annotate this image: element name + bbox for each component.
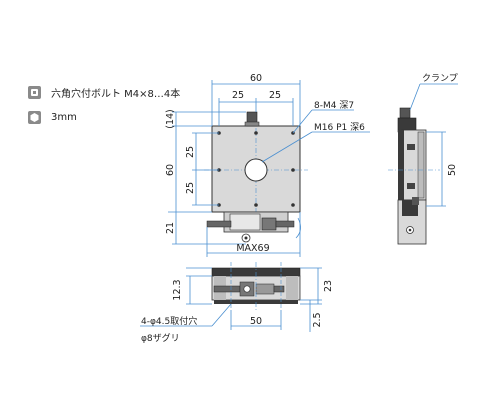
dim-front-width: 50 bbox=[250, 316, 262, 327]
dim-top-offset: (14) bbox=[165, 109, 176, 129]
note-center-tap: M16 P1 深6 bbox=[314, 122, 365, 133]
legend: 六角穴付ボルト M4×8…4本 3mm bbox=[28, 84, 180, 125]
front-view: 12.3 23 2.5 50 4-φ4.5取付穴 φ8ザグリ bbox=[140, 262, 334, 344]
note-counterbore: φ8ザグリ bbox=[141, 332, 180, 344]
dim-top-pitch-left: 25 bbox=[232, 90, 244, 101]
legend-item-wrench: 3mm bbox=[28, 109, 180, 125]
top-view-micrometer bbox=[206, 220, 232, 228]
center-tapped-hole bbox=[244, 158, 268, 182]
legend-item-bolt: 六角穴付ボルト M4×8…4本 bbox=[28, 84, 180, 100]
front-view-micrometer bbox=[213, 285, 241, 293]
dim-front-upper: 12.3 bbox=[172, 279, 183, 300]
dim-side-height: 50 bbox=[447, 164, 458, 176]
dim-top-bottom-offset: 21 bbox=[165, 222, 176, 234]
hex-socket-bolt-icon bbox=[28, 85, 41, 99]
hex-wrench-icon bbox=[28, 110, 41, 124]
note-mounting-holes: 4-φ4.5取付穴 bbox=[141, 315, 197, 327]
dim-top-width: 60 bbox=[250, 73, 262, 84]
legend-wrench-label: 3mm bbox=[51, 111, 77, 123]
legend-bolt-label: 六角穴付ボルト M4×8…4本 bbox=[51, 88, 181, 100]
dim-top-height: 60 bbox=[165, 164, 176, 176]
dim-top-pitch-upper: 25 bbox=[185, 146, 196, 158]
dim-max-travel: MAX69 bbox=[236, 243, 269, 254]
dim-front-base: 2.5 bbox=[312, 312, 323, 327]
note-m4-tap: 8-M4 深7 bbox=[314, 100, 354, 111]
side-view: クランプ 50 bbox=[388, 73, 458, 245]
label-clamp: クランプ bbox=[422, 73, 458, 84]
side-view-knob bbox=[399, 107, 411, 119]
dim-top-pitch-right: 25 bbox=[269, 90, 281, 101]
top-view: 60 25 25 (14) 25 25 60 21 bbox=[165, 73, 370, 257]
dim-top-pitch-lower: 25 bbox=[185, 182, 196, 194]
dim-front-total: 23 bbox=[323, 280, 334, 292]
